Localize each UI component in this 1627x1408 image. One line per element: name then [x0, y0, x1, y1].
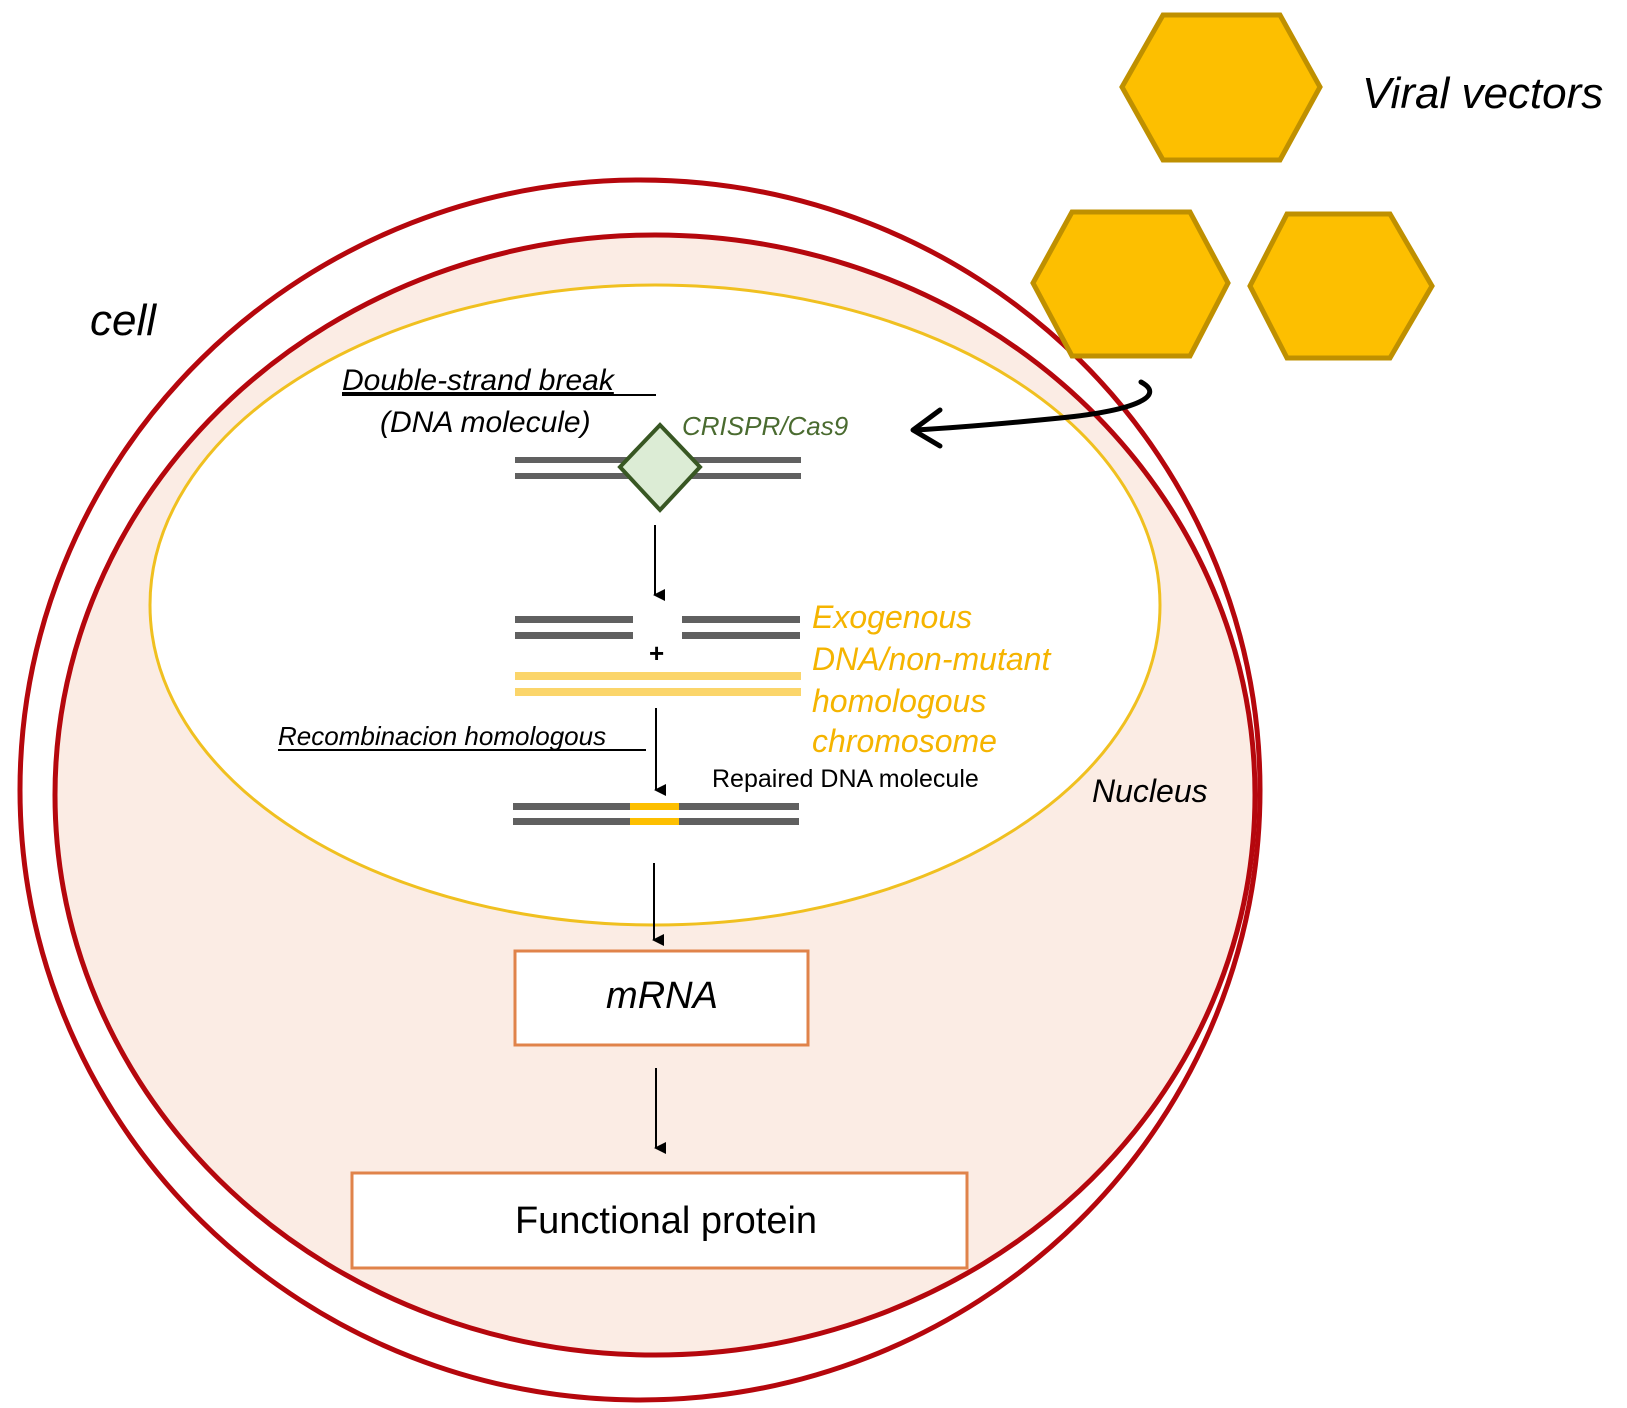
dna-molecule-label: (DNA molecule): [380, 406, 591, 439]
viral-vector-hexagon: [1119, 12, 1323, 163]
nucleus-label: Nucleus: [1092, 773, 1208, 809]
functional-protein-label: Functional protein: [515, 1200, 817, 1242]
double-strand-break-label: Double-strand break: [342, 364, 616, 397]
viral-vector-hexagon: [1247, 211, 1435, 361]
viral-vector-hexagon: [1030, 209, 1231, 359]
viral-vectors: [1030, 12, 1435, 361]
exogenous-dna: [515, 672, 801, 696]
broken-dna: [515, 616, 800, 639]
plus-sign: +: [649, 638, 664, 668]
recombination-label: Recombinacion homologous: [278, 721, 606, 751]
exogenous-label-1: Exogenous: [812, 599, 972, 635]
repaired-dna-label: Repaired DNA molecule: [712, 765, 979, 793]
exogenous-label-3: homologous: [812, 683, 986, 719]
exogenous-label-4: chromosome: [812, 723, 997, 759]
viral-vectors-label: Viral vectors: [1362, 69, 1603, 118]
crispr-cas9-diamond: [617, 422, 703, 513]
cell-label: cell: [90, 296, 157, 345]
delivery-arrowhead-icon: [910, 407, 943, 449]
mrna-box: [513, 949, 810, 1047]
crispr-cas9-label: CRISPR/Cas9: [682, 411, 848, 441]
functional-protein-box: [350, 1171, 969, 1270]
exogenous-label-2: DNA/non-mutant: [812, 641, 1051, 677]
delivery-arrow: [912, 379, 1153, 433]
repaired-dna: [513, 803, 799, 825]
mrna-label: mRNA: [606, 975, 718, 1017]
nucleus-envelope: [148, 283, 1162, 927]
